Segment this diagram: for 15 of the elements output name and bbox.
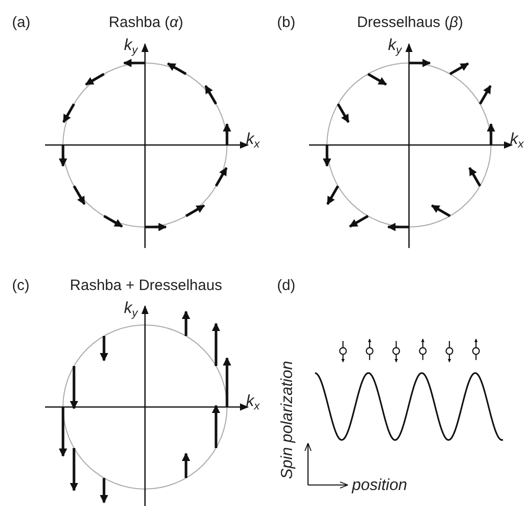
axis-label: k$_{x}$ [246, 394, 260, 410]
panel-title: Dresselhaus (β) [356, 15, 464, 30]
panel-title: Rashba (α) [108, 15, 184, 30]
axis-label: k$_{x}$ [246, 132, 260, 148]
axis-label: k$_{y}$ [124, 38, 138, 54]
axis-title: position [352, 478, 408, 494]
panel-label: (c) [12, 278, 30, 293]
axis-label: k$_{y}$ [124, 301, 138, 317]
panel-title: Rashba + Dresselhaus [70, 278, 222, 293]
panel-label: (b) [277, 15, 296, 30]
axis-label: k$_{x}$ [510, 132, 524, 148]
panel-label: (d) [277, 278, 296, 293]
axis-title: Spin polarization [280, 360, 296, 480]
panel-label: (a) [12, 15, 30, 30]
axis-label: k$_{y}$ [388, 38, 402, 54]
